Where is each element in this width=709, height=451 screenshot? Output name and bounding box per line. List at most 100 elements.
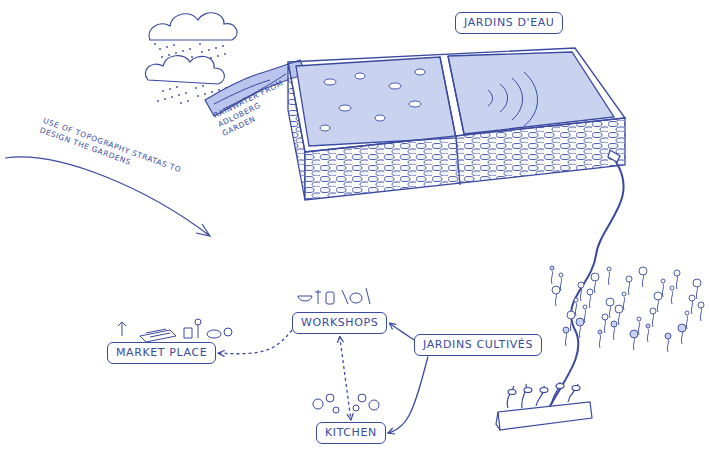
rain-drop bbox=[189, 48, 191, 50]
box-label: KITCHEN bbox=[325, 426, 377, 440]
flower bbox=[567, 311, 575, 319]
flower bbox=[630, 330, 638, 338]
flower bbox=[583, 305, 587, 309]
flower bbox=[670, 286, 674, 290]
box-label: JARDINS D'EAU bbox=[464, 16, 554, 30]
flower-stem bbox=[579, 325, 580, 338]
flower bbox=[576, 318, 584, 326]
flower bbox=[678, 324, 686, 332]
flower-stem bbox=[551, 271, 552, 284]
flower-stem bbox=[657, 299, 658, 312]
rain-cloud bbox=[145, 13, 237, 84]
rain-drop bbox=[173, 44, 175, 46]
rain-drop bbox=[195, 87, 197, 89]
flower bbox=[607, 267, 611, 271]
flower bbox=[606, 298, 614, 306]
divider-wall bbox=[440, 56, 464, 185]
rain-drop bbox=[162, 90, 164, 92]
garden-title-box: JARDINS CULTIVÉS bbox=[414, 334, 542, 356]
pond bbox=[296, 57, 456, 146]
flower bbox=[674, 270, 680, 276]
rain-drop bbox=[191, 56, 193, 58]
rain-drop bbox=[166, 46, 168, 48]
rain-drop bbox=[180, 102, 182, 104]
flower-stem bbox=[696, 286, 697, 299]
irrigation-line bbox=[548, 162, 624, 410]
garden-title-box: JARDINS D'EAU bbox=[455, 12, 563, 34]
flower-stem bbox=[671, 291, 672, 304]
flower-stem bbox=[633, 337, 634, 350]
flower-stem bbox=[676, 276, 677, 289]
planter-box-side bbox=[496, 412, 500, 430]
flower-stem bbox=[618, 312, 619, 325]
rain-drop bbox=[217, 55, 219, 57]
flower bbox=[685, 311, 689, 315]
box-label: JARDINS CULTIVÉS bbox=[423, 338, 533, 352]
flower bbox=[689, 295, 695, 301]
rain-drop bbox=[171, 96, 173, 98]
box-label: WORKSHOPS bbox=[301, 316, 378, 330]
flower bbox=[615, 305, 623, 313]
flower-stem bbox=[681, 331, 682, 344]
kitchen-icons bbox=[313, 394, 379, 413]
flower bbox=[552, 286, 560, 294]
rain-drop bbox=[176, 86, 178, 88]
water-lilies bbox=[320, 69, 425, 131]
cloud bbox=[145, 56, 224, 84]
flower-stem bbox=[700, 308, 701, 321]
rain-drop bbox=[169, 88, 171, 90]
flower-stem bbox=[647, 329, 648, 342]
rain-drop bbox=[157, 100, 159, 102]
flow-arrow bbox=[388, 356, 428, 433]
rain-drop bbox=[197, 95, 199, 97]
flower-stem bbox=[565, 333, 566, 346]
activity-box: MARKET PLACE bbox=[107, 342, 216, 364]
flower-stem bbox=[608, 272, 609, 285]
rain-drop bbox=[210, 57, 212, 59]
rain-drop bbox=[168, 54, 170, 56]
flower bbox=[637, 317, 641, 321]
rain-drop bbox=[185, 92, 187, 94]
flower-stem bbox=[580, 288, 581, 301]
flower-stem bbox=[604, 320, 605, 333]
flower bbox=[591, 273, 599, 281]
flower-stem bbox=[652, 314, 653, 327]
topography-note: USE OF TOPOGRAPHY STRATAS TO DESIGN THE … bbox=[38, 116, 186, 186]
market-icons bbox=[118, 319, 232, 342]
rain-drop bbox=[218, 89, 220, 91]
planter-box bbox=[498, 402, 592, 430]
flower-stem bbox=[560, 278, 561, 291]
flower bbox=[665, 333, 671, 339]
flow-arrow bbox=[218, 330, 292, 353]
flower-stem bbox=[662, 284, 663, 297]
rain-drop bbox=[164, 98, 166, 100]
rain-drop bbox=[178, 94, 180, 96]
flower bbox=[622, 292, 626, 296]
rain-drop bbox=[161, 56, 163, 58]
flower-stem bbox=[628, 282, 629, 295]
activity-box: WORKSHOPS bbox=[292, 312, 387, 334]
flow-arrow bbox=[389, 323, 414, 340]
rain-drop bbox=[208, 49, 210, 51]
rain-drop bbox=[222, 45, 224, 47]
flower-stem bbox=[594, 280, 595, 293]
flower bbox=[559, 273, 563, 277]
flower bbox=[550, 266, 554, 270]
flower bbox=[661, 279, 665, 283]
rain-drop bbox=[187, 100, 189, 102]
flower-stem bbox=[599, 335, 600, 348]
flower-stem bbox=[686, 316, 687, 329]
flower bbox=[698, 302, 704, 308]
cloud bbox=[149, 13, 237, 40]
outflow-pipe bbox=[608, 150, 620, 162]
rain-drop bbox=[202, 85, 204, 87]
flower-stem bbox=[623, 297, 624, 310]
flower-stem bbox=[589, 295, 590, 308]
rain-drop bbox=[159, 48, 161, 50]
rain-drop bbox=[175, 52, 177, 54]
rain-drop bbox=[211, 91, 213, 93]
flower bbox=[587, 289, 593, 295]
flower-garden bbox=[550, 266, 704, 352]
flower-stem bbox=[667, 339, 668, 352]
